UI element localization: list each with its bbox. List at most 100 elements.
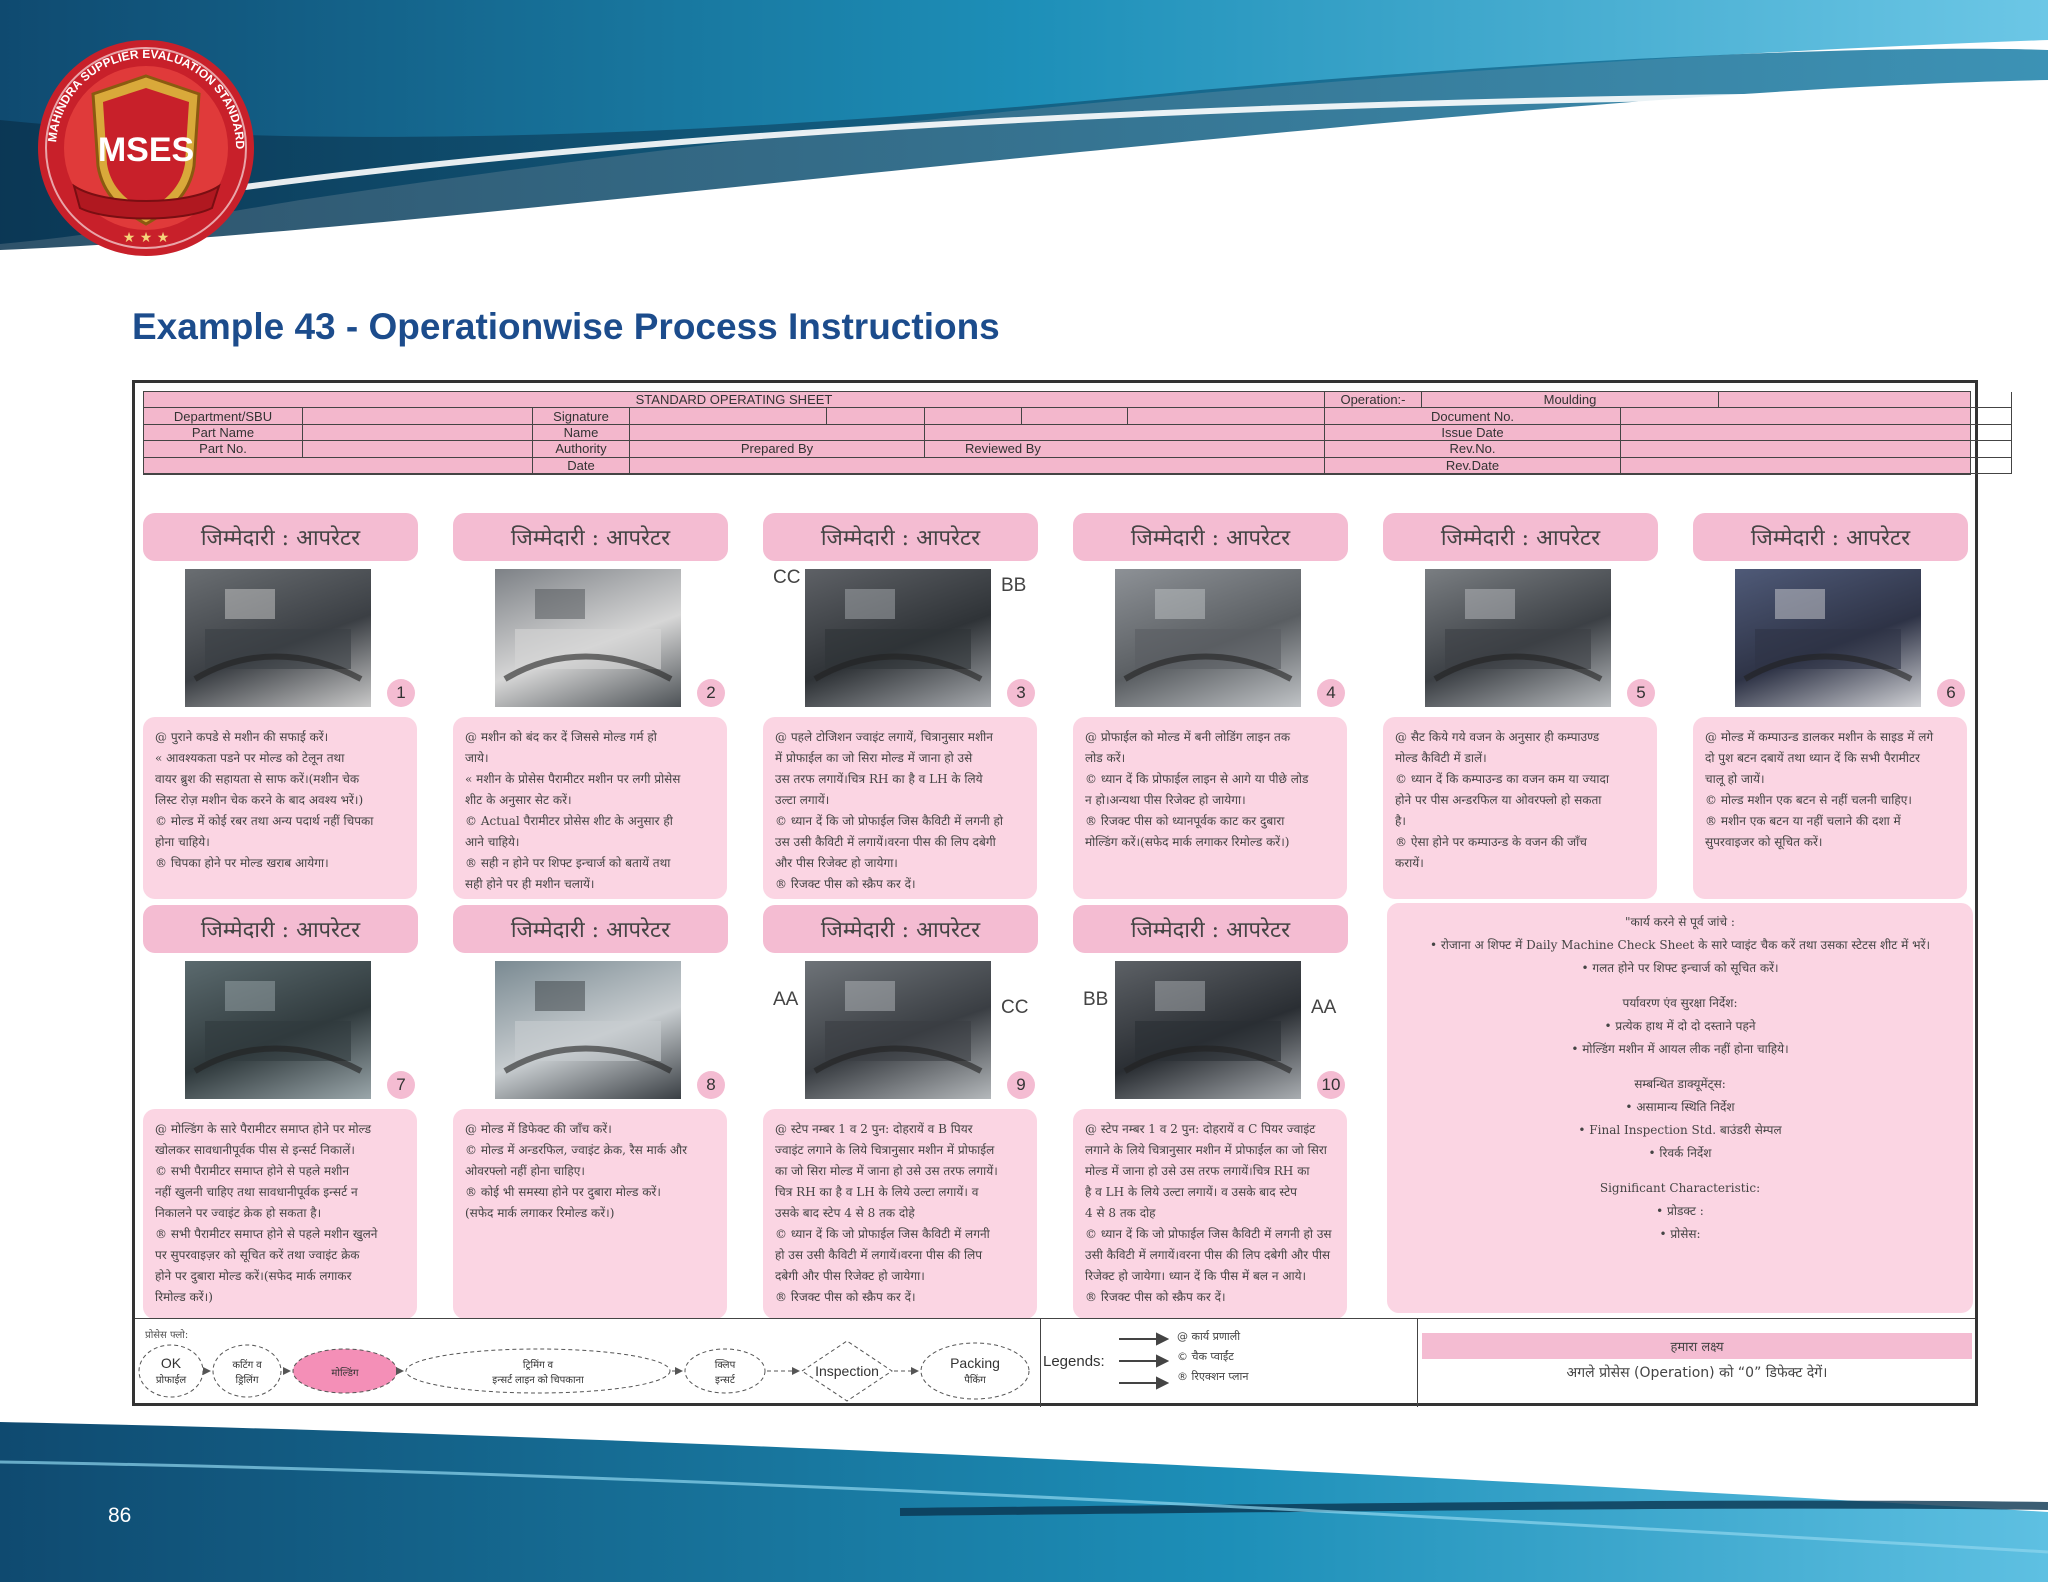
instruction-line: रिजेक्ट हो जायेगा। ध्यान दें कि पीस में … — [1085, 1269, 1307, 1283]
instruction-line: में प्रोफाईल का जो सिरा मोल्ड में जाना ह… — [775, 751, 973, 765]
check-item: • रोजाना अ शिफ्ट में Daily Machine Check… — [1429, 938, 1931, 952]
step-responsibility-title: जिम्मेदारी : आपरेटर — [453, 905, 728, 953]
flow-step-label: OK — [161, 1355, 182, 1371]
standard-operating-sheet: STANDARD OPERATING SHEET Operation:- Mou… — [132, 380, 2012, 1407]
significant-title: Significant Characteristic: — [1599, 1181, 1761, 1195]
header-cell — [1719, 392, 2012, 409]
instruction-line: शीट के अनुसार सेट करें। — [465, 793, 572, 807]
photo-callout-label: BB — [1001, 575, 1027, 596]
instruction-line: © मोल्ड में कोई रबर तथा अन्य पदार्थ नहीं… — [155, 814, 374, 828]
step-instructions: @ पहले टोजिशन ज्वाइंट लगायें, चित्रानुसा… — [763, 717, 1037, 899]
header-cell — [630, 457, 1325, 474]
sop-title: STANDARD OPERATING SHEET — [144, 392, 1325, 409]
flow-step-shape — [684, 1348, 766, 1394]
step-instructions: @ पुराने कपडे से मशीन की सफाई करें।« आवश… — [143, 717, 417, 899]
document-no-value — [1621, 408, 2012, 425]
instruction-line: का जो सिरा मोल्ड में जाना हो उसे उस तरफ … — [775, 1164, 998, 1178]
step-responsibility-title: जिम्मेदारी : आपरेटर — [1693, 513, 1968, 561]
instruction-line: सही होने पर ही मशीन चलायें। — [465, 877, 595, 891]
rev-date-value — [1621, 457, 2012, 474]
check-title: "कार्य करने से पूर्व जांचे : — [1625, 915, 1735, 929]
legends-label: Legends: — [1043, 1353, 1105, 1370]
significant-item: • प्रोसेस: — [1659, 1227, 1701, 1241]
flow-step-shape — [138, 1344, 204, 1398]
step-instructions: @ मशीन को बंद कर दें जिससे मोल्ड गर्म हो… — [453, 717, 727, 899]
flow-step-shape — [212, 1344, 282, 1398]
step-photo — [1115, 569, 1301, 707]
photo-callout-label: BB — [1083, 989, 1109, 1010]
instruction-line: खोलकर सावधानीपूर्वक पीस से इन्सर्ट निकाल… — [155, 1143, 355, 1157]
instruction-line: नहीं खुलनी चाहिए तथा सावधानीपूर्वक इन्सर… — [155, 1185, 358, 1199]
instruction-line: ® कोई भी समस्या होने पर दुबारा मोल्ड करे… — [465, 1185, 661, 1199]
instruction-line: © मोल्ड में अन्डरफिल, ज्वाइंट क्रेक, रैस… — [465, 1143, 688, 1157]
safety-title: पर्यावरण एंव सुरक्षा निर्देश: — [1622, 996, 1738, 1010]
instruction-line: © ध्यान दें कि कम्पाउन्ड का वजन कम या ज्… — [1395, 772, 1609, 786]
instruction-line: चालू हो जायें। — [1705, 772, 1765, 786]
issue-date-value — [1621, 424, 2012, 442]
flow-arrowhead — [283, 1367, 291, 1375]
flow-step-label: कटिंग व — [232, 1359, 262, 1371]
step-photo — [1735, 569, 1921, 707]
department-value — [303, 408, 533, 425]
instruction-line: होना चाहिये। — [155, 835, 210, 849]
instruction-line: पर सुपरवाइज़र को सूचित करें तथा ज्वाइंट … — [155, 1248, 360, 1262]
instruction-line: 4 से 8 तक दोह — [1085, 1206, 1156, 1220]
instruction-line: ® मशीन एक बटन या नहीं चलाने की दशा में — [1705, 814, 1901, 828]
instruction-line: ® रिजक्ट पीस को स्क्रैप कर दें। — [775, 877, 916, 891]
instruction-line: लिस्ट रोज़ मशीन चेक करने के बाद अवश्य भर… — [155, 793, 364, 807]
instruction-line: @ मोल्ड में डिफेक्ट की जाँच करें। — [465, 1122, 612, 1136]
department-label: Department/SBU — [144, 408, 303, 425]
step-responsibility-title: जिम्मेदारी : आपरेटर — [1073, 905, 1348, 953]
step-number-badge: 10 — [1317, 1071, 1345, 1099]
operation-value: Moulding — [1422, 392, 1719, 409]
instruction-line: है व LH के लिये उल्टा लगायें। व उसके बाद… — [1085, 1185, 1297, 1199]
step-photo — [185, 961, 371, 1099]
instruction-line: होने पर दुबारा मोल्ड करें।(सफेद मार्क लग… — [155, 1269, 352, 1283]
instruction-line: मोल्डिंग करें।(सफेद मार्क लगाकर रिमोल्ड … — [1085, 835, 1290, 849]
flow-step-shape — [801, 1340, 893, 1402]
instruction-line: ® रिजक्ट पीस को स्क्रैप कर दें। — [775, 1290, 916, 1304]
step-number-badge: 5 — [1627, 679, 1655, 707]
flow-step-label: प्रोफाईल — [156, 1374, 186, 1386]
instruction-line: © ध्यान दें कि जो प्रोफाईल जिस कैविटी मे… — [775, 1227, 990, 1241]
step-number-badge: 2 — [697, 679, 725, 707]
header-cell — [1128, 408, 1325, 425]
part-name-value — [303, 424, 533, 442]
instruction-line: ® रिजक्ट पीस को स्क्रैप कर दें। — [1085, 1290, 1226, 1304]
step-number-badge: 1 — [387, 679, 415, 707]
flow-step-label: इन्सर्ट — [715, 1374, 736, 1386]
photo-callout-label: AA — [1311, 997, 1337, 1018]
instruction-line: © ध्यान दें कि जो प्रोफाईल जिस कैविटी मे… — [775, 814, 1004, 828]
instruction-line: दबेगी और पीस रिजेक्ट हो जायेगा। — [775, 1269, 925, 1283]
legend-item: © चैक प्वाईंट — [1177, 1350, 1234, 1363]
prepared-by-label: Prepared By — [630, 441, 925, 458]
step-number-badge: 6 — [1937, 679, 1965, 707]
header-cell — [630, 408, 827, 425]
instruction-line: होने पर पीस अन्डरफिल या ओवरफ्लो हो सकता — [1395, 793, 1602, 807]
instruction-line: « आवश्यकता पडने पर मोल्ड को टेलून तथा — [155, 751, 345, 765]
instruction-line: वायर ब्रुश की सहायता से साफ करें।(मशीन च… — [155, 772, 360, 786]
instruction-line: चित्र RH का है व LH के लिये उल्टा लगायें… — [775, 1185, 979, 1199]
step-photo — [805, 961, 991, 1099]
instruction-line: @ पहले टोजिशन ज्वाइंट लगायें, चित्रानुसा… — [775, 730, 993, 744]
docs-item: • रिवर्क निर्देश — [1648, 1146, 1712, 1160]
svg-text:★ ★ ★: ★ ★ ★ — [123, 230, 170, 246]
instruction-line: उस उसी कैविटी में लगायें।वरना पीस की लिप… — [775, 835, 996, 849]
date-label: Date — [533, 457, 630, 474]
header-cell — [925, 424, 1325, 442]
instruction-line: जाये। — [465, 751, 489, 765]
info-panel: "कार्य करने से पूर्व जांचे : • रोजाना अ … — [1387, 903, 1973, 1313]
instruction-line: ® सही न होने पर शिफ्ट इन्चार्ज को बतायें… — [465, 856, 671, 870]
instruction-line: ओवरफ्लो नहीं होना चाहिए। — [465, 1164, 585, 1178]
instruction-line: © ध्यान दें कि जो प्रोफाईल जिस कैविटी मे… — [1085, 1227, 1332, 1241]
instruction-line: ® सभी पैरामीटर समाप्त होने से पहले मशीन … — [155, 1227, 378, 1241]
instruction-line: उस तरफ लगायें।चित्र RH का है व LH के लिय… — [775, 772, 983, 786]
rev-no-value — [1621, 441, 2012, 458]
header-cell — [827, 408, 925, 425]
divider — [1040, 1319, 1041, 1407]
part-name-label: Part Name — [144, 424, 303, 442]
step-responsibility-title: जिम्मेदारी : आपरेटर — [453, 513, 728, 561]
check-item: • गलत होने पर शिफ्ट इन्चार्ज को सूचित कर… — [1581, 961, 1779, 975]
instruction-line: @ सैट किये गये वजन के अनुसार ही कम्पाउण्… — [1395, 730, 1600, 744]
step-responsibility-title: जिम्मेदारी : आपरेटर — [143, 513, 418, 561]
